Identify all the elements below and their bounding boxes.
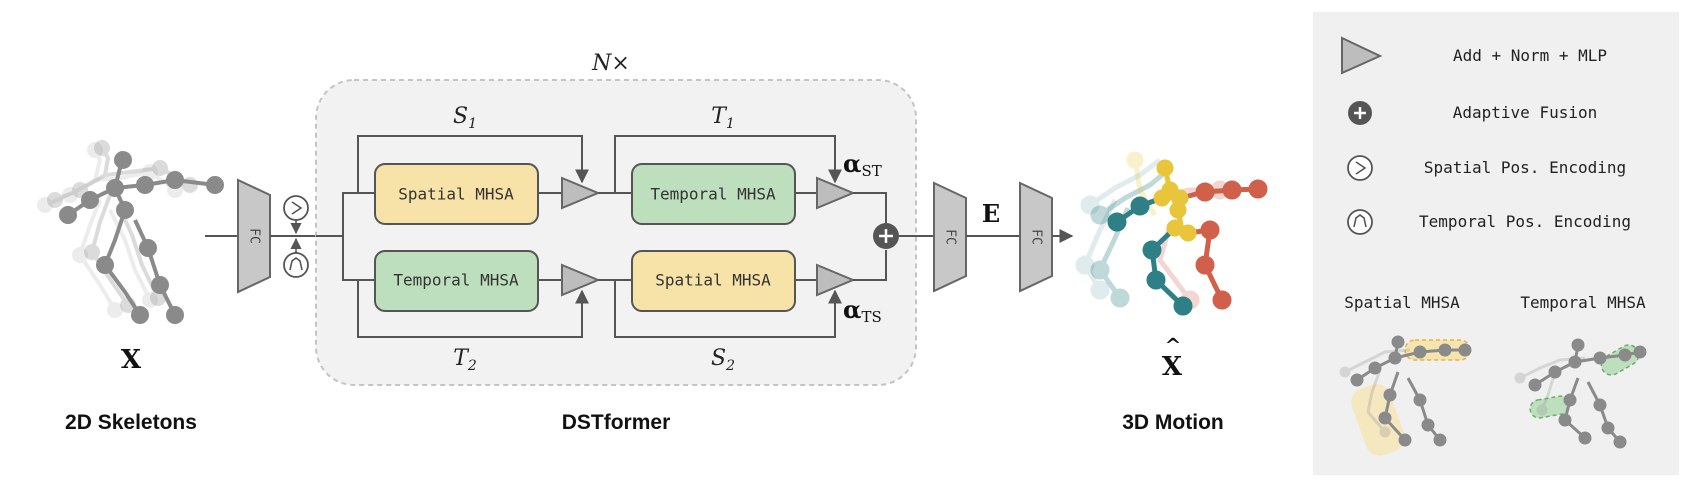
spatial-pos-encoding-icon: [283, 195, 309, 221]
top-temporal-mhsa: Temporal MHSA: [631, 163, 796, 225]
top-first-label: Spatial MHSA: [398, 185, 514, 204]
t1-label: T1: [711, 104, 735, 132]
bottom-first-label: Temporal MHSA: [393, 271, 519, 290]
dstformer-block: [315, 79, 917, 386]
top-spatial-mhsa: Spatial MHSA: [374, 163, 539, 225]
input-skeletons: [37, 140, 224, 324]
temporal-mhsa-caption: Temporal MHSA: [1520, 293, 1646, 312]
bottom-temporal-mhsa: Temporal MHSA: [374, 250, 539, 312]
fc-layer-3: FC: [1019, 181, 1053, 293]
add-norm-mlp-icon: [816, 176, 856, 210]
fc-label-1: FC: [247, 228, 262, 244]
s1-label: S1: [453, 104, 477, 132]
legend-item-spatial-pos: Spatial Pos. Encoding: [1347, 155, 1626, 181]
legend-label: Temporal Pos. Encoding: [1419, 212, 1631, 231]
legend-label: Adaptive Fusion: [1453, 103, 1598, 122]
spatial-attention-skeleton: [1339, 335, 1472, 456]
output-hat: ^: [1165, 333, 1182, 357]
bottom-second-label: Spatial MHSA: [655, 271, 771, 290]
add-norm-mlp-icon: [561, 263, 601, 297]
alpha-st-label: αST: [843, 149, 882, 180]
input-title: 2D Skeletons: [65, 411, 197, 434]
plus-circle-icon: [1348, 101, 1372, 125]
repeat-label: N×: [591, 51, 630, 76]
fc-label-2: FC: [943, 229, 958, 245]
temporal-pos-encoding-icon: [283, 252, 309, 278]
legend-item-adaptive-fusion: Adaptive Fusion: [1348, 101, 1597, 125]
add-norm-mlp-icon: [561, 176, 601, 210]
embedding-label: E: [982, 199, 1000, 228]
legend-label: Add + Norm + MLP: [1453, 46, 1607, 65]
spatial-mhsa-caption: Spatial MHSA: [1344, 293, 1460, 312]
top-second-label: Temporal MHSA: [650, 185, 776, 204]
spatial-pos-icon: [1347, 155, 1373, 181]
t2-label: T2: [453, 346, 477, 374]
legend-label: Spatial Pos. Encoding: [1424, 158, 1626, 177]
output-title: 3D Motion: [1122, 411, 1223, 434]
fc-layer-1: FC: [237, 178, 271, 294]
bottom-spatial-mhsa: Spatial MHSA: [631, 250, 796, 312]
output-symbol: X: [1162, 352, 1183, 382]
triangle-icon: [1341, 36, 1383, 75]
fc-label-3: FC: [1029, 229, 1044, 245]
alpha-ts-label: αTS: [843, 295, 882, 326]
s2-label: S2: [711, 346, 735, 374]
input-symbol: X: [121, 345, 142, 375]
legend-item-add-norm-mlp: Add + Norm + MLP: [1341, 36, 1607, 75]
fc-layer-2: FC: [933, 181, 967, 293]
legend-item-temporal-pos: Temporal Pos. Encoding: [1347, 209, 1631, 235]
block-title: DSTformer: [562, 411, 671, 434]
temporal-attention-skeleton: [1514, 338, 1647, 449]
adaptive-fusion-icon: [873, 223, 899, 249]
temporal-pos-icon: [1347, 209, 1373, 235]
output-skeleton: [1075, 151, 1268, 316]
add-norm-mlp-icon: [816, 263, 856, 297]
